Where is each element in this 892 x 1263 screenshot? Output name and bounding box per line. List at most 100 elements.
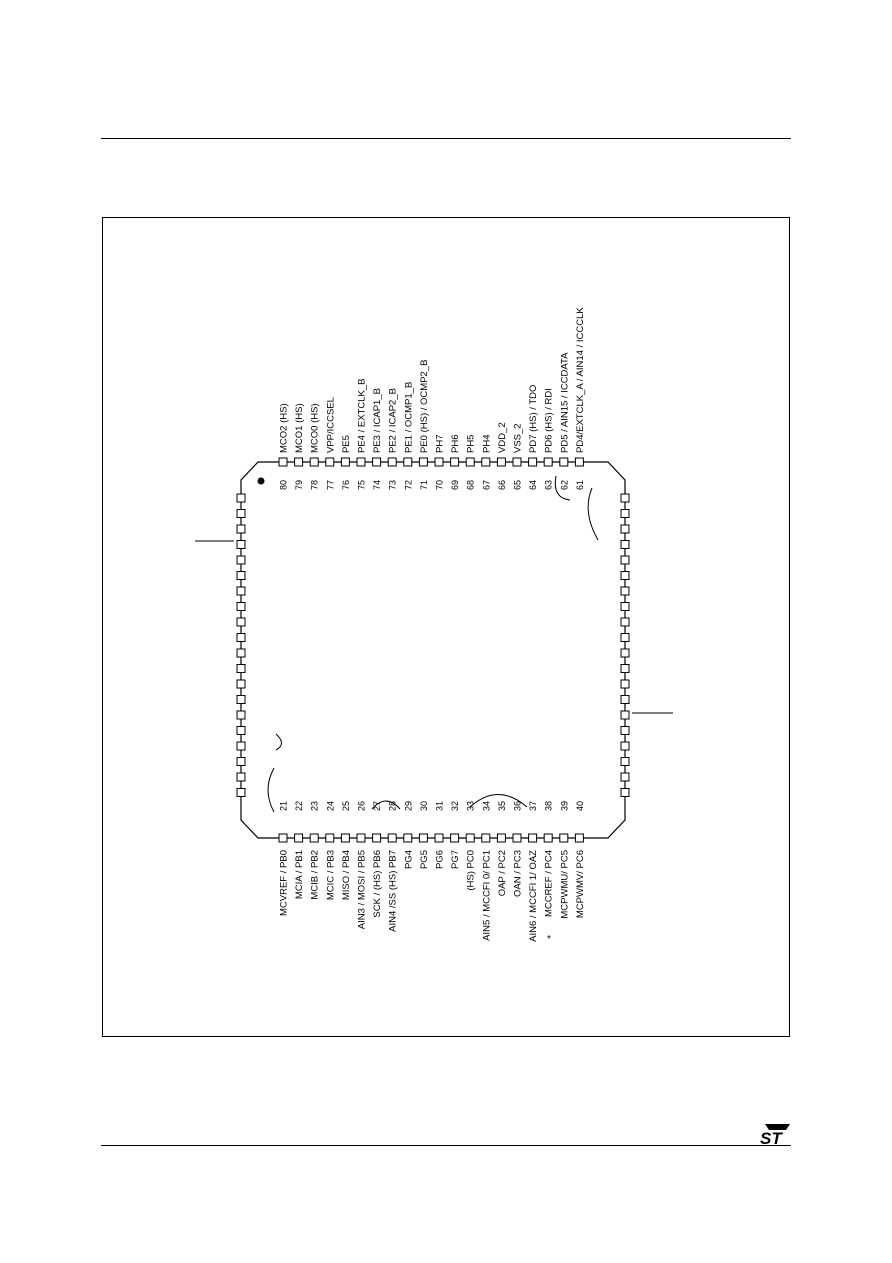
bottom-pin-label: MCPWMU/ PC5 [559,850,570,919]
right-pin [620,741,630,751]
bottom-pin-label: PG6 [435,850,446,869]
top-pin-label: PD4/EXTCLK_A / AIN14 / ICCCLK [575,307,586,453]
bottom-pin-label: MCIC / PB3 [325,850,336,900]
bottom-pin-label: MCIA / PB1 [294,850,305,899]
bottom-pin-33 [465,833,475,843]
footer-rule [101,1145,791,1146]
left-pin [236,726,246,735]
bottom-pin-label: AIN5 / MCCFI 0/ PC1 [481,850,492,941]
left-pin [236,633,246,642]
top-pin-68 [465,457,475,467]
top-pin-61 [574,457,584,467]
top-pin-label: PE1 / OCMP1_B [403,382,414,453]
bottom-pin-number: 27 [372,801,382,811]
bottom-pin-27 [372,833,382,843]
bottom-pin-21 [278,833,288,843]
top-pin-label: PE4 / EXTCLK_B [357,379,368,453]
bottom-pin-25 [340,833,350,843]
right-pin [620,633,630,642]
svg-text:ST: ST [760,1129,783,1148]
group-arc-27-28 [371,800,401,810]
bottom-pin-number: 34 [481,801,491,811]
top-pin-73 [387,457,397,467]
top-pin-78 [309,457,319,467]
bottom-pin-22 [294,833,304,843]
bottom-pin-number: 37 [528,801,538,811]
top-pin-number: 65 [513,480,523,490]
bottom-pin-number: 30 [419,801,429,811]
top-pin-number: 74 [372,480,382,490]
bottom-pin-label: MCCREF / PC4 [544,850,555,917]
bottom-pin-label: (HS) PC0 [466,850,477,891]
left-pin [236,710,246,720]
bottom-pin-number: 23 [310,801,320,811]
bottom-pin-number: 36 [513,801,523,811]
top-pin-number: 62 [559,480,569,490]
right-pin [620,726,630,735]
header-rule [101,138,791,139]
top-pin-label: PD6 (HS) / RDI [544,388,555,453]
top-pin-label: MCO0 (HS) [310,403,321,453]
top-pin-66 [496,457,506,467]
bottom-pin-number: 32 [450,801,460,811]
bottom-pin-label: PG4 [403,850,414,869]
top-pin-label: VDD_2 [497,422,508,453]
bottom-pin-number: 28 [388,801,398,811]
top-pin-number: 78 [310,480,320,490]
bottom-pin-label: AIN4 /SS (HS) PB7 [388,850,399,932]
top-pin-number: 75 [357,480,367,490]
top-pin-label: PE3 / ICAP1_B [372,388,383,453]
package-outline [240,461,626,839]
left-pin [236,788,246,797]
top-pin-number: 66 [497,480,507,490]
left-pin [236,493,246,503]
top-pin-71 [418,457,428,467]
right-pin [620,772,630,782]
group-arc-63-62 [554,475,571,501]
top-pin-76 [340,457,350,467]
top-pin-number: 61 [575,480,585,490]
top-pin-72 [403,457,413,467]
right-pin [620,648,630,658]
diagram-frame [102,217,790,1037]
right-pin [620,540,630,549]
right-pin [620,695,630,704]
bottom-pin-label: PG5 [419,850,430,869]
right-pin [620,617,630,627]
top-pin-70 [434,457,444,467]
top-pin-number: 77 [325,480,335,490]
right-pin-column [620,493,630,797]
top-pin-label: PH7 [435,435,446,453]
bottom-pin-label: SCK / (HS) PB6 [372,850,383,918]
bottom-pin-35 [496,833,506,843]
bottom-pin-label: MCVREF / PB0 [279,850,290,916]
bottom-pin-number: 35 [497,801,507,811]
top-pin-label: PE5 [341,435,352,453]
bottom-pin-38 [543,833,553,843]
left-pin [236,772,246,782]
right-pin [620,679,630,689]
top-pin-label: MCO2 (HS) [279,403,290,453]
right-pin [620,757,630,766]
top-pin-label: PH4 [481,435,492,453]
bottom-pin-label: OAP / PC2 [497,850,508,896]
bottom-pin-39 [559,833,569,843]
top-pin-label: PH6 [450,435,461,453]
top-pin-79 [294,457,304,467]
bottom-pin-label: MISO / PB4 [341,850,352,900]
group-arc-33-36 [469,794,528,808]
top-pin-label: VPP/ICCSEL [325,397,336,453]
bottom-pin-number: 26 [357,801,367,811]
bottom-pin-30 [418,833,428,843]
note-asterisk: * [547,934,551,945]
group-arc-61 [587,487,599,541]
top-pin-label: PD7 (HS) / TDO [528,385,539,453]
bottom-pin-32 [450,833,460,843]
right-pin [620,524,630,534]
top-pin-number: 67 [481,480,491,490]
top-pin-65 [512,457,522,467]
left-pin [236,695,246,704]
top-pin-80 [278,457,288,467]
bottom-pin-label: AIN6 / MCCFI 1/ OAZ [528,850,539,942]
